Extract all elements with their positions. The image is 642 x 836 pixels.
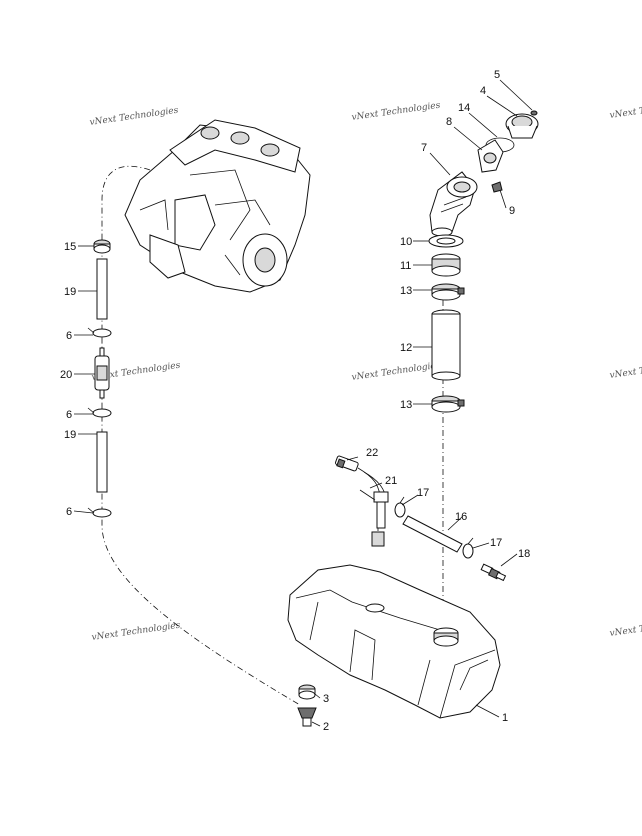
watermark-9: vNext Technologies [609, 617, 642, 639]
callout-12: 12 [400, 342, 412, 354]
callout-6-lower: 6 [66, 506, 72, 518]
clamp-6-lower [87, 507, 112, 518]
filler-cap-4 [505, 113, 539, 139]
grommet-3 [298, 684, 316, 700]
watermark-1: vNext Technologies [89, 106, 179, 128]
callout-14: 14 [458, 102, 470, 114]
callout-19-upper: 19 [64, 286, 76, 298]
clamp-6-upper [87, 327, 112, 338]
callout-11: 11 [400, 260, 411, 272]
clamp-15 [93, 239, 111, 254]
callout-15: 15 [64, 241, 76, 253]
gasket-10 [428, 234, 464, 248]
callout-5: 5 [494, 69, 500, 81]
filler-hose-12 [431, 309, 461, 381]
watermark-2: vNext Technologies [351, 101, 441, 123]
callout-13-lower: 13 [400, 399, 412, 411]
callout-21: 21 [385, 475, 397, 487]
engine-block-icon [124, 119, 311, 293]
callout-6-middle: 6 [66, 409, 72, 421]
fitting-2 [297, 707, 317, 727]
filler-assembly [428, 110, 539, 413]
hose-19-upper [96, 258, 108, 320]
callouts: 15 19 6 20 6 19 6 5 4 14 8 7 9 10 11 13 … [60, 69, 530, 733]
callout-7: 7 [421, 142, 427, 154]
vent-hose-16 [402, 515, 463, 553]
screw-5 [530, 110, 538, 116]
adaptor-8 [477, 139, 504, 173]
clamp-17-lower [462, 537, 474, 559]
left-fuel-line-assembly [87, 239, 112, 518]
callout-18: 18 [518, 548, 530, 560]
callout-10: 10 [400, 236, 412, 248]
filler-elbow-7 [429, 171, 478, 237]
clamp-13-upper [431, 283, 465, 301]
nut-11 [431, 253, 461, 277]
callout-16: 16 [455, 511, 467, 523]
fuel-line-route-left [101, 165, 301, 706]
callout-8: 8 [446, 116, 452, 128]
pickup-tube-21 [357, 467, 389, 547]
callout-22: 22 [366, 447, 378, 459]
callout-1: 1 [502, 712, 508, 724]
watermark-6: vNext Technologies [609, 359, 642, 381]
leader-lines [73, 79, 533, 727]
clamp-13-lower [431, 395, 465, 413]
callout-3: 3 [323, 693, 329, 705]
connector-22 [335, 455, 359, 472]
pickup-vent-assembly [335, 455, 507, 582]
clamp-17-upper [394, 496, 406, 518]
clamp-6-middle [87, 407, 112, 418]
watermark-7: vNext Technologies [91, 621, 181, 643]
callout-17-lower: 17 [490, 537, 502, 549]
watermark-3: vNext Technologies [609, 99, 642, 121]
callout-2: 2 [323, 721, 329, 733]
fuel-tank-icon [287, 564, 501, 719]
callout-20: 20 [60, 369, 72, 381]
watermark-5: vNext Technologies [351, 361, 441, 383]
callout-4: 4 [480, 85, 486, 97]
callout-17-upper: 17 [417, 487, 429, 499]
hose-19-lower [96, 431, 108, 493]
grommet-9 [491, 181, 503, 193]
callout-6-upper: 6 [66, 330, 72, 342]
callout-13-upper: 13 [400, 285, 412, 297]
fuel-filter-icon [94, 347, 110, 399]
fitting-18 [480, 563, 507, 582]
callout-19-lower: 19 [64, 429, 76, 441]
callout-9: 9 [509, 205, 515, 217]
